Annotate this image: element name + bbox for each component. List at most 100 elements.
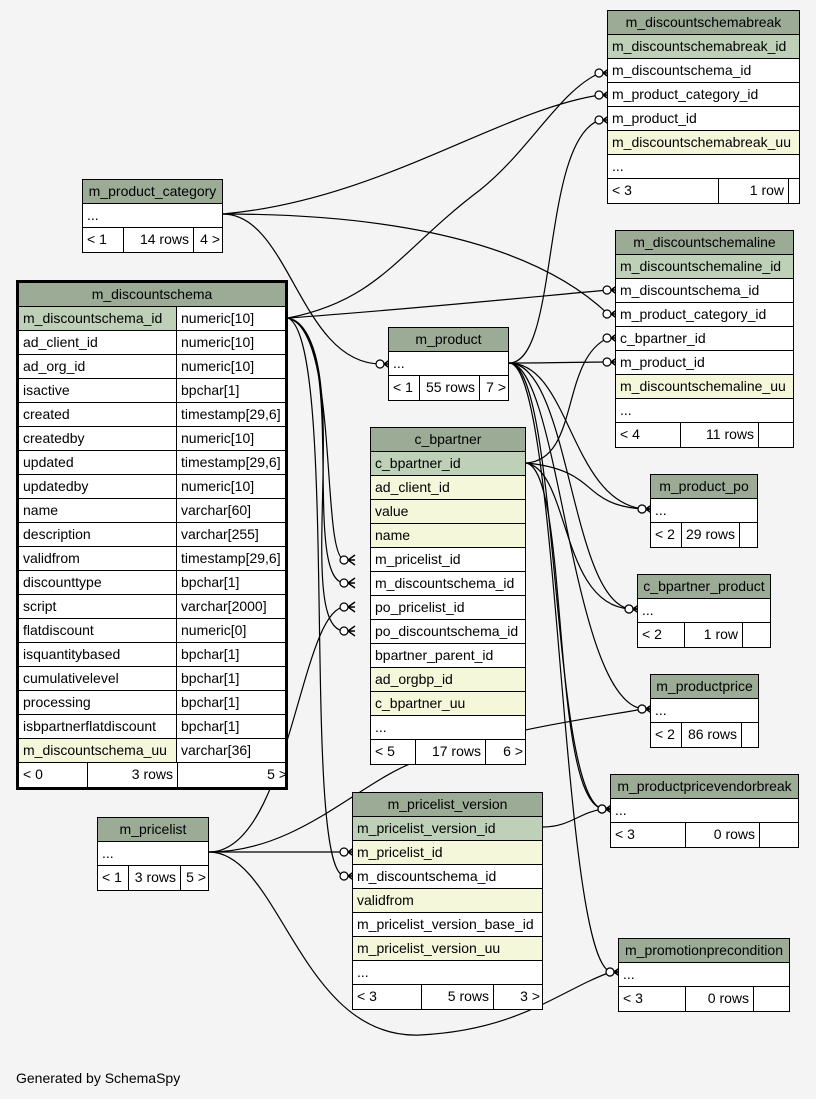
child-count[interactable]: 3 > [493, 985, 544, 1009]
column-row[interactable]: ... [371, 716, 525, 740]
child-count[interactable]: 6 > [485, 740, 527, 764]
column-row[interactable]: validfrom [353, 889, 542, 913]
column-row[interactable]: po_pricelist_id [371, 596, 525, 620]
column-row[interactable]: bpartner_parent_id [371, 644, 525, 668]
column-row[interactable]: ... [353, 961, 542, 985]
table-title[interactable]: c_bpartner_product [638, 575, 770, 599]
parent-count[interactable]: < 3 [612, 182, 632, 198]
column-row[interactable]: m_product_category_id [616, 303, 793, 327]
table-title[interactable]: m_pricelist_version [353, 793, 542, 817]
column-row[interactable]: ... [651, 699, 758, 723]
column-row[interactable]: m_discountschema_id [608, 59, 799, 83]
table-title[interactable]: m_product_category [83, 180, 222, 204]
parent-count[interactable]: < 3 [357, 988, 377, 1004]
column-row[interactable]: ... [619, 963, 789, 987]
table-title[interactable]: m_discountschema [19, 283, 285, 307]
column-row[interactable]: ... [611, 799, 798, 823]
table-title[interactable]: m_promotionprecondition [619, 939, 789, 963]
column-row[interactable]: m_discountschemabreak_uu [608, 131, 799, 155]
parent-count[interactable]: < 2 [655, 526, 675, 542]
child-count[interactable] [758, 423, 795, 447]
column-row[interactable]: m_product_id [616, 351, 793, 375]
child-count[interactable]: 5 > [180, 866, 210, 890]
child-count[interactable] [741, 723, 760, 747]
table-title[interactable]: m_pricelist [98, 818, 208, 842]
table-title[interactable]: m_product [389, 328, 508, 352]
column-row[interactable]: m_product_category_id [608, 83, 799, 107]
child-count[interactable] [788, 179, 816, 203]
table-title[interactable]: m_product_po [651, 475, 757, 499]
table-title[interactable]: c_bpartner [371, 428, 525, 452]
column-row[interactable]: value [371, 500, 525, 524]
column-row[interactable]: m_discountschema_id [353, 865, 542, 889]
column-row[interactable]: c_bpartner_id [616, 327, 793, 351]
column-row[interactable]: m_discountschema_id [616, 279, 793, 303]
column-row[interactable]: m_discountschemaline_uu [616, 375, 793, 399]
child-count[interactable] [739, 523, 759, 547]
column-row[interactable]: po_discountschema_id [371, 620, 525, 644]
column-row[interactable]: ... [616, 399, 793, 423]
child-count[interactable] [753, 987, 791, 1011]
column-row[interactable]: ad_orgbp_id [371, 668, 525, 692]
parent-count[interactable]: < 3 [623, 990, 643, 1006]
parent-count[interactable]: < 5 [375, 743, 395, 759]
column-row[interactable]: m_pricelist_id [371, 548, 525, 572]
table-title[interactable]: m_discountschemabreak [608, 11, 799, 35]
column-row[interactable]: ... [608, 155, 799, 179]
child-count[interactable] [759, 823, 800, 847]
parent-count[interactable]: < 3 [615, 826, 635, 842]
column-row[interactable]: ... [83, 204, 222, 228]
column-row[interactable]: m_pricelist_version_base_id [353, 913, 542, 937]
child-count[interactable]: 4 > [193, 228, 224, 252]
table-title[interactable]: m_productpricevendorbreak [611, 775, 798, 799]
column-row[interactable]: ... [651, 499, 757, 523]
column-row[interactable]: ... [98, 842, 208, 866]
parent-count[interactable]: < 1 [87, 231, 107, 247]
child-count[interactable]: 5 > [177, 763, 291, 787]
column-row[interactable]: m_discountschemaline_id [616, 255, 793, 279]
column-row[interactable]: m_discountschemabreak_id [608, 35, 799, 59]
table-title[interactable]: m_productprice [651, 675, 758, 699]
child-count[interactable] [742, 623, 772, 647]
column-row[interactable]: ad_client_id [371, 476, 525, 500]
parent-count[interactable]: < 1 [393, 379, 413, 395]
column-row[interactable]: m_discountschema_id [371, 572, 525, 596]
column-row[interactable]: m_pricelist_version_id [353, 817, 542, 841]
column-row[interactable]: c_bpartner_uu [371, 692, 525, 716]
table-title[interactable]: m_discountschemaline [616, 231, 793, 255]
column-row[interactable]: m_pricelist_version_uu [353, 937, 542, 961]
column-row[interactable]: name [371, 524, 525, 548]
column-row[interactable]: c_bpartner_id [371, 452, 525, 476]
parent-count[interactable]: < 2 [642, 626, 662, 642]
parent-count[interactable]: < 4 [620, 426, 640, 442]
parent-count[interactable]: < 2 [655, 726, 675, 742]
